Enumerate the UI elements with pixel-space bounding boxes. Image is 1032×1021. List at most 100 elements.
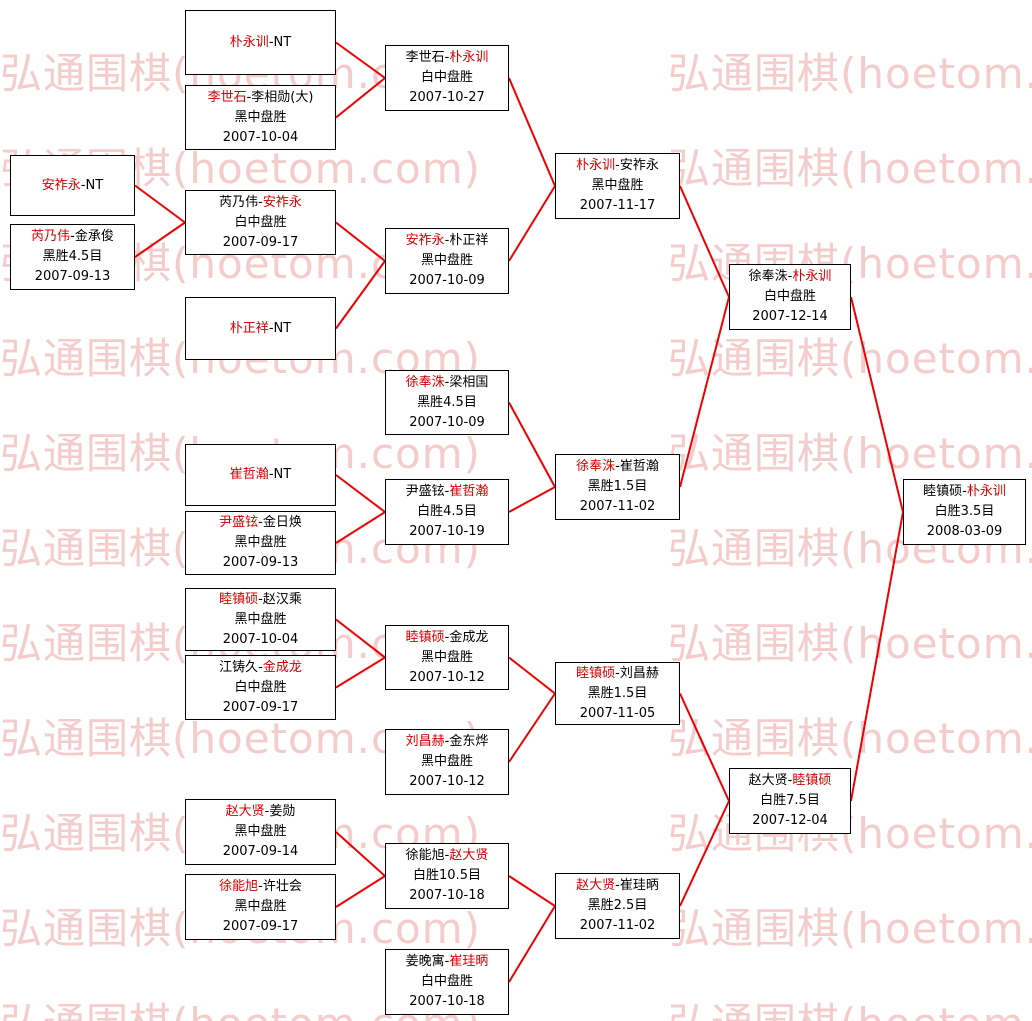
result-text: 黑中盘胜 — [420, 754, 473, 769]
player-separator: - — [444, 848, 450, 863]
player1-name: 睦镇硕 — [576, 665, 616, 681]
player2-name: NT — [85, 177, 104, 193]
player-separator: - — [444, 629, 450, 645]
player-separator: - — [787, 269, 793, 284]
player2-name: NT — [273, 320, 292, 336]
result-text: 黑中盘胜 — [234, 824, 287, 839]
player1-name: 朴正祥 — [229, 320, 269, 336]
player-separator: - — [615, 158, 620, 173]
player-separator: - — [246, 89, 252, 105]
player1-name: 赵大贤 — [748, 773, 788, 788]
date-text: 2007-09-17 — [222, 919, 299, 934]
date-text: 2007-10-27 — [409, 90, 485, 105]
bracket-line — [335, 77, 386, 119]
players-line: 朴正祥-NT — [230, 319, 291, 339]
player-separator: - — [258, 879, 263, 894]
player2-name: 赵大贤 — [449, 848, 489, 863]
match-box-d4: 赵大贤-崔珪昞黑胜2.5目 2007-11-02 — [555, 873, 680, 939]
player1-name: 江铸久 — [219, 659, 259, 675]
date-text: 2008-03-09 — [926, 524, 1003, 539]
bracket-line — [508, 402, 556, 488]
player-separator: - — [615, 459, 620, 474]
bracket-line — [508, 692, 556, 763]
player2-name: 崔哲瀚 — [619, 459, 659, 474]
player1-name: 睦镇硕 — [219, 591, 259, 607]
bracket-line — [335, 511, 386, 544]
bracket-line — [679, 800, 730, 907]
players-line: 徐能旭-赵大贤 — [406, 846, 489, 866]
bracket-line — [850, 296, 904, 513]
result-text: 黑中盘胜 — [234, 611, 287, 627]
result-text: 黑胜2.5目 — [587, 898, 648, 913]
player1-name: 尹盛铉 — [219, 515, 259, 530]
date-text: 2007-10-19 — [409, 524, 485, 539]
date-text: 2007-10-09 — [409, 414, 485, 430]
players-line: 姜晚寓-崔珪昞 — [406, 952, 489, 972]
bracket-line — [335, 656, 386, 689]
players-line: 睦镇硕-刘昌赫 — [576, 664, 659, 684]
bracket-line — [508, 77, 556, 187]
result-text: 黑中盘胜 — [420, 253, 473, 268]
player-separator: - — [444, 374, 450, 390]
players-line: 尹盛铉-金日焕 — [219, 513, 302, 533]
players-line: 安祚永-NT — [42, 176, 103, 196]
player2-name: NT — [273, 34, 292, 50]
date-text: 2007-10-12 — [409, 669, 485, 685]
players-line: 朴永训-NT — [230, 33, 291, 53]
player1-name: 刘昌赫 — [405, 734, 445, 749]
result-text: 白胜4.5目 — [417, 504, 477, 519]
result-text: 白胜7.5目 — [760, 793, 820, 808]
players-line: 徐奉洙-崔哲瀚 — [576, 457, 659, 477]
player-separator: - — [444, 50, 450, 65]
player1-name: 芮乃伟 — [31, 229, 71, 244]
date-text: 2007-11-02 — [579, 918, 656, 933]
player1-name: 姜晚寓 — [405, 954, 445, 969]
bracket-line — [335, 41, 386, 79]
player2-name: 崔珪昞 — [449, 954, 489, 969]
player-separator: - — [258, 194, 263, 210]
player2-name: 金日焕 — [262, 515, 302, 530]
player2-name: 金成龙 — [262, 659, 302, 675]
bracket-line — [335, 474, 386, 513]
player2-name: 赵汉乘 — [262, 591, 302, 607]
player2-name: 刘昌赫 — [619, 665, 659, 681]
players-line: 李世石-李相勋(大) — [208, 88, 314, 108]
player2-name: 梁相国 — [449, 374, 489, 390]
date-text: 2007-11-05 — [579, 705, 656, 721]
bracket-line — [679, 693, 730, 802]
bracket-line — [508, 875, 556, 907]
player1-name: 徐能旭 — [219, 879, 259, 894]
players-line: 睦镇硕-朴永训 — [923, 482, 1006, 502]
player2-name: 朴正祥 — [449, 233, 489, 248]
player-separator: - — [258, 659, 263, 675]
result-text: 黑胜1.5目 — [587, 685, 648, 701]
bracket-line — [508, 905, 556, 983]
player2-name: 金东烨 — [449, 734, 489, 749]
player1-name: 朴永训 — [229, 34, 269, 50]
player2-name: 崔珪昞 — [619, 878, 659, 893]
match-box-b4: 朴正祥-NT — [185, 297, 336, 360]
player-separator: - — [258, 591, 263, 607]
date-text: 2007-12-14 — [752, 309, 828, 324]
bracket-line — [679, 296, 730, 488]
player1-name: 安祚永 — [41, 177, 81, 193]
player-separator: - — [80, 177, 86, 193]
bracket-line — [335, 831, 386, 877]
player-separator: - — [615, 878, 620, 893]
player-separator: - — [615, 665, 620, 681]
player2-name: 睦镇硕 — [792, 773, 832, 788]
player1-name: 赵大贤 — [576, 878, 616, 893]
players-line: 赵大贤-姜勋 — [226, 802, 296, 822]
player-separator: - — [264, 804, 270, 819]
